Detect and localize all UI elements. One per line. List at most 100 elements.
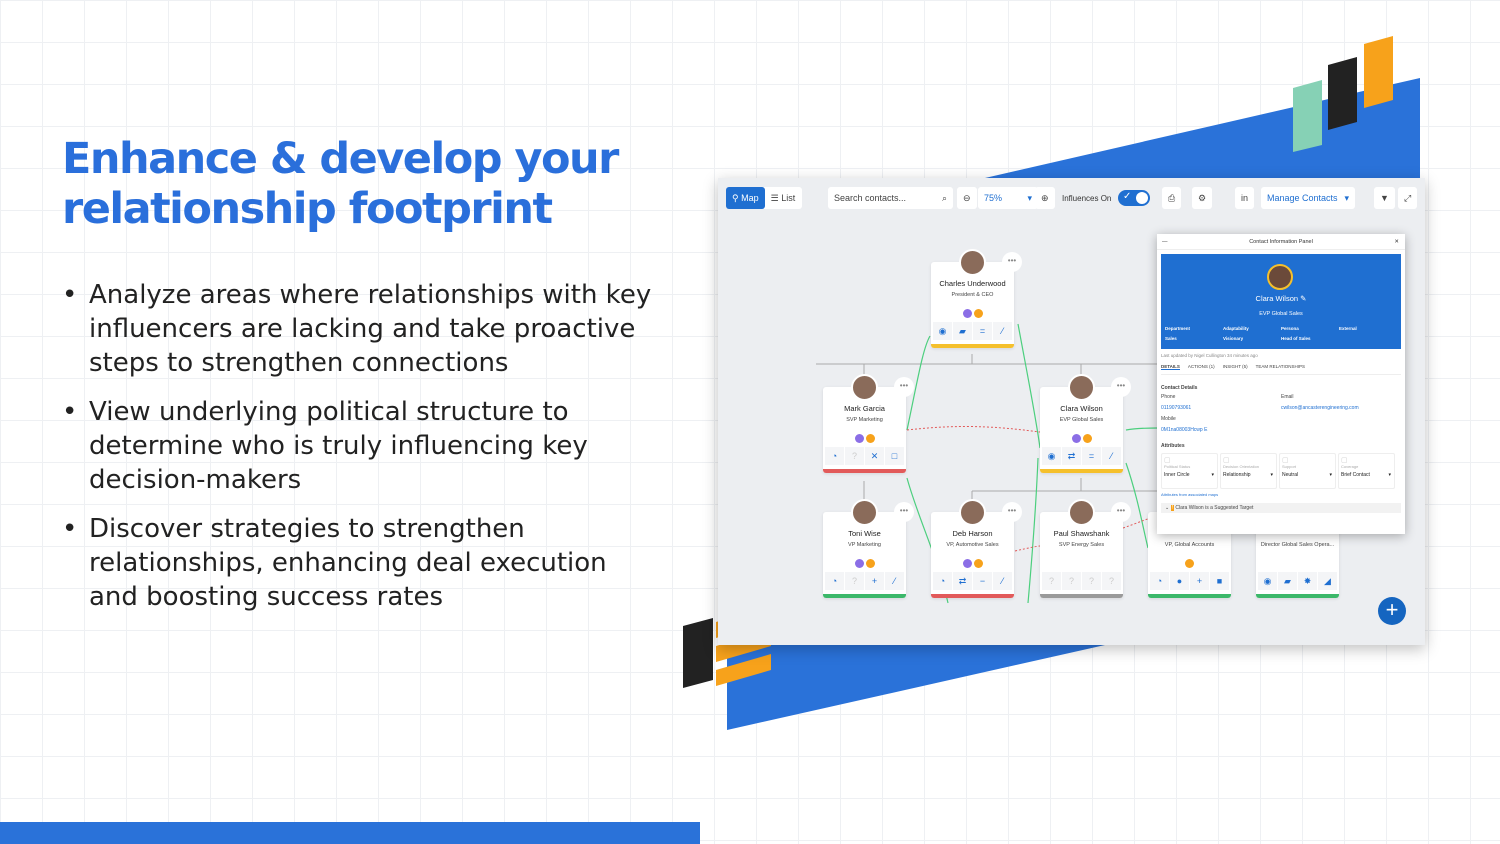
status-bar bbox=[823, 594, 906, 598]
suggested-target-row[interactable]: ⌄ ! Clara Wilson is a Suggested Target bbox=[1161, 503, 1401, 513]
card-action-button[interactable]: ◔ bbox=[1150, 572, 1169, 590]
close-icon[interactable]: ✕ bbox=[1394, 239, 1399, 245]
card-action-button[interactable]: ✕ bbox=[865, 447, 884, 465]
panel-tab[interactable]: ACTIONS (1) bbox=[1187, 364, 1215, 369]
zoom-select[interactable]: 75%▾ bbox=[978, 187, 1038, 209]
card-action-button[interactable]: ◉ bbox=[1042, 447, 1061, 465]
card-action-button[interactable]: ⁄ bbox=[1102, 447, 1121, 465]
card-action-button[interactable]: ? bbox=[1042, 572, 1061, 590]
zoom-value: 75% bbox=[984, 193, 1003, 203]
card-action-button[interactable]: ✸ bbox=[1298, 572, 1317, 590]
expand-button[interactable]: ⤢ bbox=[1398, 187, 1418, 209]
card-action-button[interactable]: ◉ bbox=[933, 322, 952, 340]
card-action-button[interactable]: □ bbox=[885, 447, 904, 465]
panel-tab[interactable]: DETAILS bbox=[1161, 364, 1180, 370]
map-view-button[interactable]: ⚲ Map bbox=[726, 187, 765, 209]
search-input[interactable]: Search contacts...⌕ bbox=[828, 187, 953, 209]
card-action-button[interactable]: ? bbox=[1062, 572, 1081, 590]
card-action-button[interactable]: − bbox=[973, 572, 992, 590]
card-action-button[interactable]: ? bbox=[845, 447, 864, 465]
chevron-down-icon: ▾ bbox=[1388, 472, 1391, 478]
filter-button[interactable]: ▼ bbox=[1374, 187, 1395, 209]
field-label: External bbox=[1339, 326, 1357, 331]
card-action-button[interactable]: ◉ bbox=[1258, 572, 1277, 590]
field-value: Head of Sales bbox=[1281, 336, 1311, 341]
card-action-button[interactable]: ⁄ bbox=[993, 322, 1012, 340]
card-action-button[interactable]: ■ bbox=[1210, 572, 1229, 590]
contact-details-heading: Contact Details bbox=[1161, 385, 1198, 391]
contact-name: Charles Underwood bbox=[939, 279, 1006, 288]
card-action-button[interactable]: = bbox=[1082, 447, 1101, 465]
card-action-button[interactable]: ⇄ bbox=[953, 572, 972, 590]
card-action-button[interactable]: ? bbox=[1082, 572, 1101, 590]
status-bar bbox=[931, 594, 1014, 598]
influences-toggle[interactable]: ✓ bbox=[1118, 190, 1150, 206]
avatar bbox=[959, 499, 986, 526]
print-button[interactable]: ⎙ bbox=[1162, 187, 1182, 209]
influence-badge-icon bbox=[865, 559, 875, 568]
card-action-button[interactable]: + bbox=[865, 572, 884, 590]
card-action-button[interactable]: ● bbox=[1170, 572, 1189, 590]
search-placeholder: Search contacts... bbox=[834, 193, 907, 203]
contact-name: Paul Shawshank bbox=[1053, 529, 1110, 538]
attribute-icon: ▢ bbox=[1223, 457, 1230, 464]
minimize-button[interactable]: — bbox=[1162, 239, 1168, 245]
attribute-label: Support bbox=[1282, 464, 1297, 469]
card-action-button[interactable]: + bbox=[1190, 572, 1209, 590]
manage-contacts-dropdown[interactable]: Manage Contacts▾ bbox=[1261, 187, 1355, 209]
contact-name: Clara Wilson bbox=[1255, 294, 1299, 303]
field-label: Adaptability bbox=[1223, 326, 1249, 331]
more-options-button[interactable]: ••• bbox=[894, 377, 914, 397]
phone-label: Phone bbox=[1161, 394, 1176, 400]
settings-button[interactable]: ⚙ bbox=[1192, 187, 1213, 209]
contact-title: President & CEO bbox=[951, 292, 994, 298]
phone-link[interactable]: 01190793061 bbox=[1161, 405, 1192, 411]
email-link[interactable]: cwilson@ancasterengineering.com bbox=[1281, 405, 1359, 411]
panel-tab[interactable]: INSIGHT (5) bbox=[1222, 364, 1248, 369]
contact-title: SVP Energy Sales bbox=[1058, 542, 1105, 548]
linkedin-button[interactable]: in bbox=[1235, 187, 1255, 209]
zoom-in-button[interactable]: ⊕ bbox=[1035, 187, 1055, 209]
associated-maps-link[interactable]: Attributes from associated maps bbox=[1161, 492, 1219, 497]
card-action-button[interactable]: ? bbox=[1102, 572, 1121, 590]
zoom-out-button[interactable]: ⊖ bbox=[957, 187, 977, 209]
more-options-button[interactable]: ••• bbox=[1002, 502, 1022, 522]
card-action-button[interactable]: ⇄ bbox=[1062, 447, 1081, 465]
bottom-bar bbox=[0, 822, 700, 844]
list-view-button[interactable]: ☰ List bbox=[770, 192, 796, 203]
card-action-button[interactable]: ? bbox=[845, 572, 864, 590]
card-action-button[interactable]: ⁄ bbox=[993, 572, 1012, 590]
influence-badge-icon bbox=[973, 309, 983, 318]
card-action-button[interactable]: = bbox=[973, 322, 992, 340]
more-options-button[interactable]: ••• bbox=[1111, 502, 1131, 522]
status-bar bbox=[1040, 594, 1123, 598]
add-button[interactable]: + bbox=[1378, 597, 1406, 625]
card-action-button[interactable]: ▰ bbox=[1278, 572, 1297, 590]
card-action-button[interactable]: ⁄ bbox=[885, 572, 904, 590]
contact-name: Toni Wise bbox=[848, 529, 881, 538]
more-options-button[interactable]: ••• bbox=[1111, 377, 1131, 397]
more-options-button[interactable]: ••• bbox=[1002, 252, 1022, 272]
card-action-button[interactable]: ◔ bbox=[825, 447, 844, 465]
attribute-value: Brief Contact bbox=[1341, 472, 1370, 478]
mobile-link[interactable]: 0M1na08003Hcwp E bbox=[1161, 427, 1208, 433]
card-action-button[interactable]: ◢ bbox=[1318, 572, 1337, 590]
more-options-button[interactable]: ••• bbox=[894, 502, 914, 522]
panel-tab[interactable]: TEAM RELATIONSHIPS bbox=[1255, 364, 1306, 369]
bullet-item: Analyze areas where relationships with k… bbox=[62, 278, 662, 380]
edit-icon[interactable]: ✎ bbox=[1300, 294, 1307, 303]
card-action-button[interactable]: ◔ bbox=[933, 572, 952, 590]
card-action-button[interactable]: ◔ bbox=[825, 572, 844, 590]
card-action-button[interactable]: ▰ bbox=[953, 322, 972, 340]
